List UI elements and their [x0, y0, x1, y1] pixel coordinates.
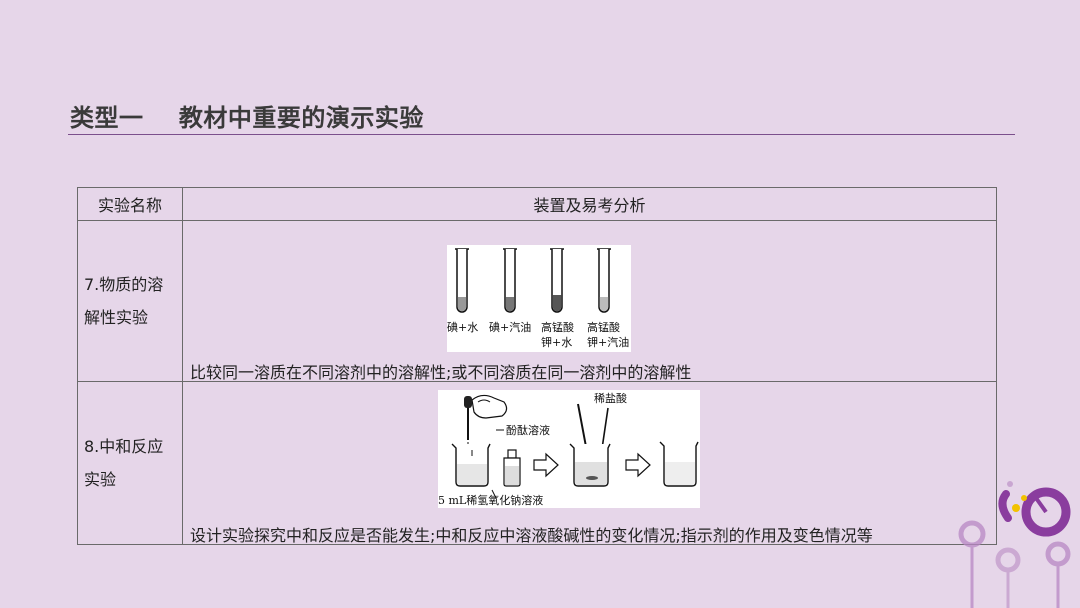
test-tube-icon — [455, 248, 469, 313]
table-row: 7.物质的溶 解性实验 — [77, 220, 997, 382]
header-apparatus-analysis: 装置及易考分析 — [182, 187, 997, 221]
beaker-icon — [451, 443, 491, 487]
experiment-name-line: 7.物质的溶 — [84, 275, 164, 294]
experiment-name-cell: 8.中和反应 实验 — [77, 381, 183, 545]
test-tube-icon — [503, 248, 517, 313]
test-tube-icon — [550, 248, 564, 313]
table-header-row: 实验名称 装置及易考分析 — [77, 187, 997, 221]
reagent-bottle-icon — [503, 449, 521, 487]
header-experiment-name: 实验名称 — [77, 187, 183, 221]
figure-label: 钾+汽油 — [587, 335, 629, 349]
table-row: 8.中和反应 实验 酚酞溶液 — [77, 381, 997, 545]
decorative-flowers — [958, 481, 1071, 608]
figure-label: 5 mL稀氢氧化钠溶液 — [438, 493, 543, 507]
experiment-name-line: 实验 — [84, 470, 117, 489]
experiment-name-line: 解性实验 — [84, 308, 149, 327]
neutralization-diagram: 酚酞溶液 5 — [438, 391, 699, 507]
beaker-icon — [659, 441, 699, 487]
figure-label: 高锰酸 — [587, 320, 620, 334]
test-tubes-figure: 碘+水 碘+汽油 高锰酸 钾+水 高锰酸 钾+汽油 — [447, 245, 631, 352]
lollipop-ornament-icon — [958, 520, 1071, 608]
figure-label: 钾+水 — [541, 335, 572, 349]
beaker-icon — [569, 443, 611, 487]
apparatus-cell: 碘+水 碘+汽油 高锰酸 钾+水 高锰酸 钾+汽油 比较同一溶质在不同溶剂中的溶… — [182, 220, 997, 382]
analysis-text: 设计实验探究中和反应是否能发生;中和反应中溶液酸碱性的变化情况;指示剂的作用及变… — [190, 526, 873, 545]
figure-label: 高锰酸 — [541, 320, 574, 334]
title-divider — [68, 134, 1015, 135]
analysis-text: 比较同一溶质在不同溶剂中的溶解性;或不同溶质在同一溶剂中的溶解性 — [190, 363, 692, 382]
experiment-table: 实验名称 装置及易考分析 7.物质的溶 解性实验 — [77, 187, 997, 545]
figure-label: 碘+汽油 — [489, 320, 531, 334]
apparatus-cell: 酚酞溶液 5 — [182, 381, 997, 545]
neutralization-figure: 酚酞溶液 5 — [438, 390, 700, 508]
figure-label: 稀盐酸 — [594, 391, 627, 405]
test-tubes-diagram: 碘+水 碘+汽油 高锰酸 钾+水 高锰酸 钾+汽油 — [447, 248, 629, 349]
flower-ornament-icon — [998, 481, 1071, 537]
figure-label: 碘+水 — [447, 321, 478, 334]
experiment-name-line: 8.中和反应 — [84, 437, 164, 456]
arrow-right-icon — [625, 452, 651, 478]
arrow-right-icon — [533, 452, 559, 478]
test-tube-icon — [597, 248, 611, 313]
figure-label: 酚酞溶液 — [506, 423, 550, 437]
experiment-name-cell: 7.物质的溶 解性实验 — [77, 220, 183, 382]
slide-title: 类型一 教材中重要的演示实验 — [70, 104, 424, 132]
hand-dropper-icon — [464, 394, 508, 446]
